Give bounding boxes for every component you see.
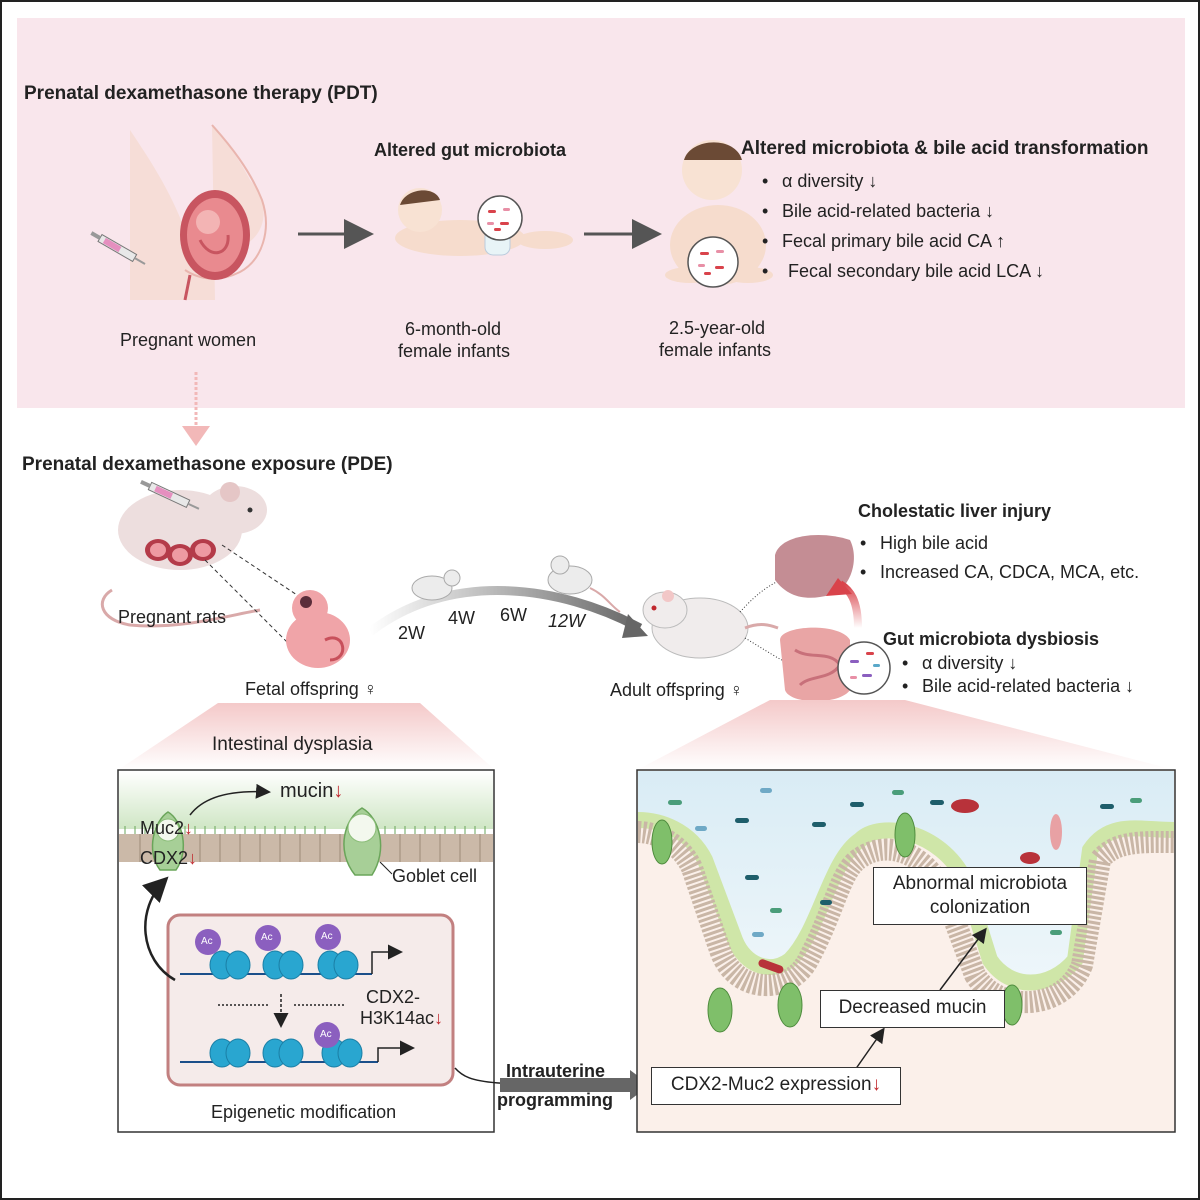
infant6-label-line2: female infants — [398, 341, 511, 361]
gut-to-liver-arrow — [826, 578, 852, 596]
intrauterine-label-line1: Intrauterine — [506, 1061, 606, 1081]
histones-bottom — [209, 1038, 363, 1068]
liver-illustration — [775, 535, 854, 598]
decreased-mucin-box: Decreased mucin — [820, 990, 1005, 1028]
liver-list: High bile acid Increased CA, CDCA, MCA, … — [858, 529, 1139, 587]
acetyl-label: Ac — [321, 931, 333, 942]
acetyl-circle — [195, 929, 221, 955]
gut-dysbiosis-title: Gut microbiota dysbiosis — [883, 629, 1100, 649]
liver-item: High bile acid — [858, 529, 1139, 558]
abnormal-line2: colonization — [929, 897, 1031, 918]
abnormal-colonization-box: Abnormal microbiota colonization — [873, 867, 1087, 925]
pdt-title: Prenatal dexamethasone therapy (PDT) — [24, 83, 378, 104]
epithelium-crypts — [637, 821, 1175, 1014]
gut-dysbiosis-list: α diversity ↓ Bile acid-related bacteria… — [900, 652, 1134, 698]
pregnant-women-label: Pregnant women — [120, 330, 257, 350]
gut-microbiota-title: Altered gut microbiota — [374, 140, 567, 160]
growth-rats — [411, 555, 593, 601]
mucin-label: mucin↓ — [280, 780, 344, 802]
bile-acid-item: Fecal secondary bile acid LCA ↓ — [760, 256, 1044, 286]
adult-rat-illustration — [642, 590, 779, 659]
pregnant-rats-label: Pregnant rats — [118, 607, 227, 627]
week-label: 12W — [548, 611, 586, 631]
goblet-cell-left — [151, 811, 185, 871]
bile-acid-item: Fecal primary bile acid CA ↑ — [760, 226, 1044, 256]
goblet-cells-right — [651, 812, 1023, 1033]
lumen — [638, 771, 1174, 983]
adult-offspring-label: Adult offspring ♀ — [610, 680, 744, 700]
intrauterine-arrow — [500, 1070, 650, 1100]
timeline-arc — [367, 586, 643, 636]
epigenetic-label: Epigenetic modification — [211, 1102, 397, 1122]
muc2-label: Muc2↓ — [140, 818, 194, 838]
cdx2-h3-label-line2: H3K14ac↓ — [360, 1008, 444, 1028]
week-label: 4W — [448, 608, 475, 628]
bile-acid-list: α diversity ↓ Bile acid-related bacteria… — [760, 166, 1044, 286]
histones-top — [209, 950, 359, 980]
gut-item: Bile acid-related bacteria ↓ — [900, 675, 1134, 698]
liver-title: Cholestatic liver injury — [858, 501, 1052, 521]
infant25-label-line1: 2.5-year-old — [669, 318, 766, 338]
pregnant-woman-illustration — [90, 124, 267, 301]
acetyl-circle — [314, 1022, 340, 1048]
pregnant-rat-illustration — [100, 479, 267, 628]
infant-2-5-year-illustration — [665, 140, 773, 288]
acetyl-circle — [255, 925, 281, 951]
goblet-cell-right — [343, 807, 382, 876]
acetyl-circle — [315, 924, 341, 950]
pdt-to-pde-arrow — [182, 426, 210, 446]
infant6-label-line1: 6-month-old — [405, 319, 502, 339]
intestinal-dysplasia-title: Intestinal dysplasia — [212, 734, 373, 755]
infant-6-month-illustration — [395, 188, 573, 256]
fetal-offspring-label: Fetal offspring ♀ — [245, 679, 378, 699]
cdx2-h3-label-line1: CDX2- — [366, 987, 421, 1007]
fetal-rat-illustration — [286, 590, 350, 668]
left-zoom-wedge — [118, 703, 495, 770]
abnormal-line1: Abnormal microbiota — [892, 873, 1068, 894]
bile-acid-item: α diversity ↓ — [760, 166, 1044, 196]
gut-item: α diversity ↓ — [900, 652, 1134, 675]
microbiota-inset — [850, 652, 880, 679]
intrauterine-label-line2: programming — [497, 1090, 614, 1110]
pde-title: Prenatal dexamethasone exposure (PDE) — [22, 454, 393, 475]
liver-item: Increased CA, CDCA, MCA, etc. — [858, 558, 1139, 587]
week-label: 6W — [500, 605, 527, 625]
infant25-label-line2: female infants — [659, 340, 772, 360]
acetyl-label: Ac — [201, 936, 213, 947]
cdx2-muc2-box: CDX2-Muc2 expression↓ — [651, 1067, 901, 1105]
acetyl-label: Ac — [320, 1029, 332, 1040]
bile-acid-title: Altered microbiota & bile acid transform… — [741, 138, 1149, 159]
bile-acid-item: Bile acid-related bacteria ↓ — [760, 196, 1044, 226]
cdx2-label: CDX2↓ — [140, 848, 198, 868]
right-zoom-wedge — [637, 700, 1175, 770]
goblet-cell-label: Goblet cell — [392, 866, 478, 886]
week-label: 2W — [398, 623, 425, 643]
acetyl-label: Ac — [261, 932, 273, 943]
